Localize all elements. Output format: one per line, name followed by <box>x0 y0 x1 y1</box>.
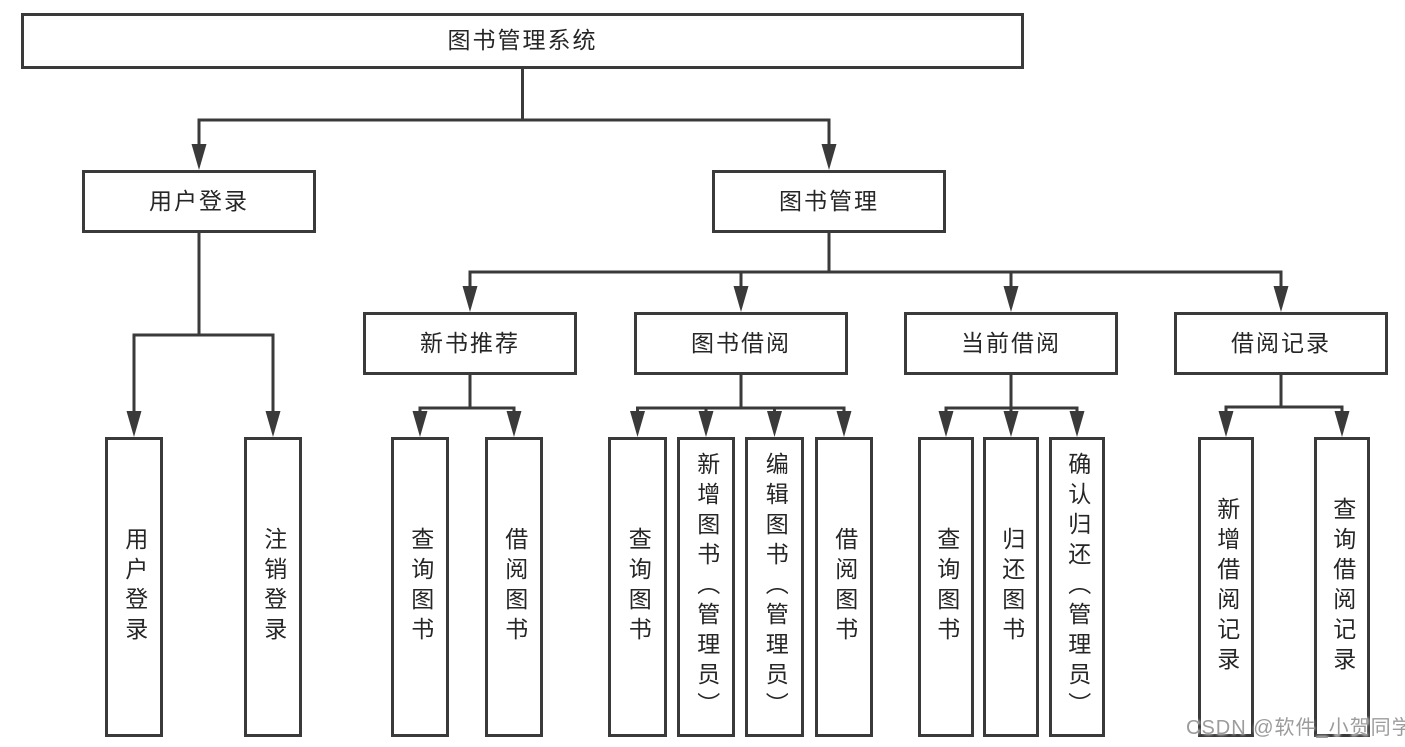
leaf-add-borrow-record: 新增借阅记录 <box>1198 437 1254 737</box>
node-book-management: 图书管理 <box>712 170 946 233</box>
leaf-borrow-book-2: 借阅图书 <box>815 437 873 737</box>
leaf-borrow-book-1: 借阅图书 <box>485 437 543 737</box>
leaf-query-book-1: 查询图书 <box>391 437 449 737</box>
leaf-add-book-admin: 新增图书（管理员） <box>677 437 735 737</box>
leaf-return-book: 归还图书 <box>983 437 1039 737</box>
leaf-user-login: 用户登录 <box>105 437 163 737</box>
arrowheads <box>126 144 1350 437</box>
node-root: 图书管理系统 <box>21 13 1024 69</box>
leaf-confirm-return-admin: 确认归还（管理员） <box>1049 437 1105 737</box>
node-new-book-recommend: 新书推荐 <box>363 312 577 375</box>
leaf-logout: 注销登录 <box>244 437 302 737</box>
leaf-query-borrow-record: 查询借阅记录 <box>1314 437 1370 737</box>
csdn-watermark: CSDN @软件_小贺同学 <box>1186 717 1405 739</box>
leaf-edit-book-admin: 编辑图书（管理员） <box>745 437 804 737</box>
leaf-query-book-3: 查询图书 <box>918 437 974 737</box>
leaf-query-book-2: 查询图书 <box>608 437 667 737</box>
node-user-login: 用户登录 <box>82 170 316 233</box>
node-borrow-record: 借阅记录 <box>1174 312 1388 375</box>
node-current-borrow: 当前借阅 <box>904 312 1118 375</box>
node-book-borrow: 图书借阅 <box>634 312 848 375</box>
